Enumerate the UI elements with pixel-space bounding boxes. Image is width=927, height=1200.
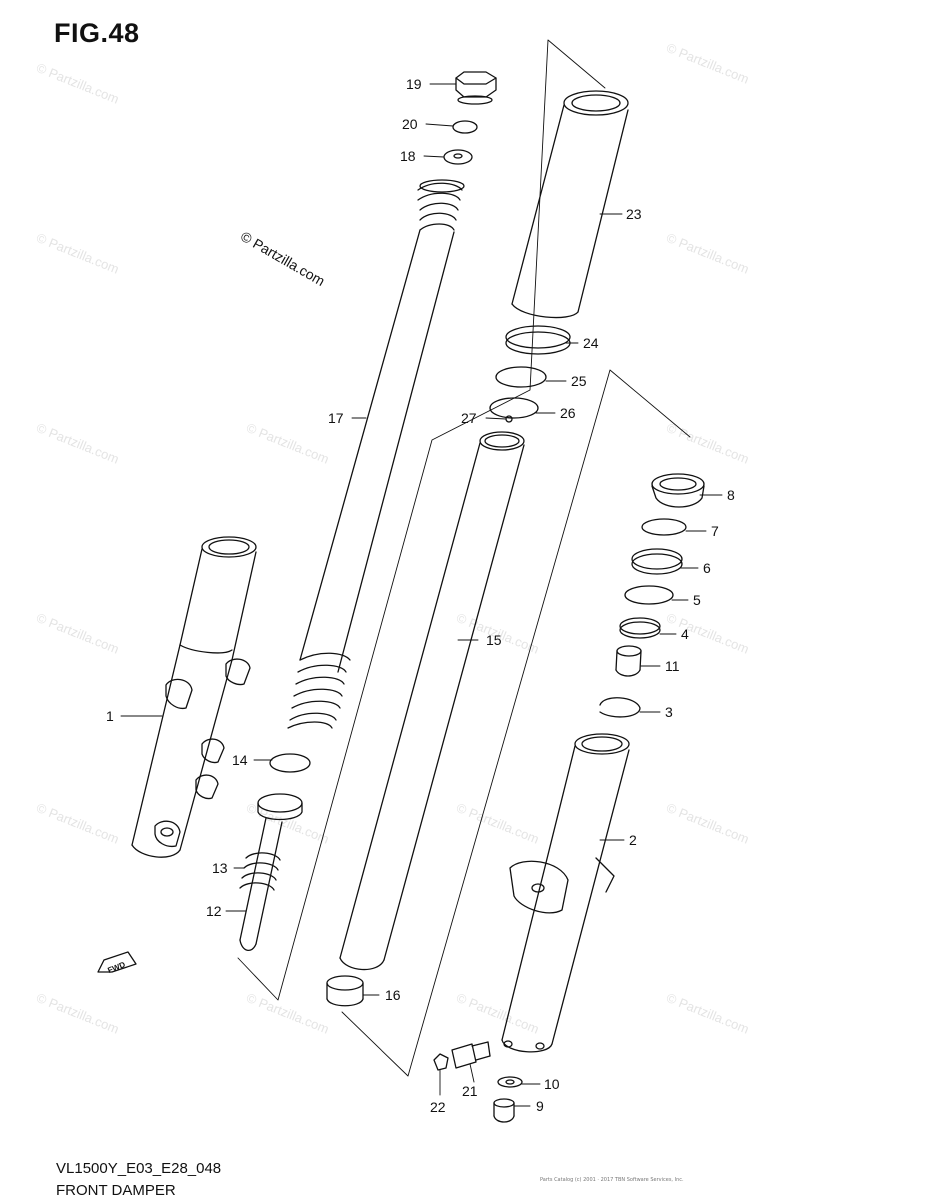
part-17-fork-spring bbox=[287, 179, 465, 729]
part-27-pin bbox=[505, 415, 513, 423]
part-8-dust-seal bbox=[651, 473, 705, 508]
part-18-washer bbox=[443, 149, 473, 165]
callout-24: 24 bbox=[583, 335, 599, 351]
callout-10: 10 bbox=[544, 1076, 560, 1092]
catalog-credit: Parts Catalog (c) 2001 · 2017 TBN Softwa… bbox=[540, 1177, 684, 1183]
callout-18: 18 bbox=[400, 148, 416, 164]
callout-8: 8 bbox=[727, 487, 735, 503]
part-7-stopper-ring bbox=[641, 518, 687, 536]
callout-14: 14 bbox=[232, 752, 248, 768]
part-11-oil-lock-piece bbox=[615, 645, 642, 677]
fwd-label: FWD bbox=[106, 960, 126, 975]
part-1-outer-tube-left bbox=[131, 536, 257, 858]
callout-5: 5 bbox=[693, 592, 701, 608]
callout-23: 23 bbox=[626, 206, 642, 222]
callout-21: 21 bbox=[462, 1083, 478, 1099]
part-16-bushing bbox=[326, 975, 364, 1007]
callout-4: 4 bbox=[681, 626, 689, 642]
callout-27: 27 bbox=[461, 410, 477, 426]
fwd-arrow-icon bbox=[97, 951, 137, 973]
section-title: FRONT DAMPER bbox=[56, 1182, 176, 1199]
callout-12: 12 bbox=[206, 903, 222, 919]
part-4-guide-bushing bbox=[619, 617, 661, 639]
callout-6: 6 bbox=[703, 560, 711, 576]
callout-22: 22 bbox=[430, 1099, 446, 1115]
figure-title: FIG.48 bbox=[54, 18, 140, 48]
callout-11: 11 bbox=[665, 658, 680, 674]
part-9-drain-bolt bbox=[493, 1098, 515, 1123]
part-2-outer-tube-right bbox=[501, 733, 630, 1053]
callout-20: 20 bbox=[402, 116, 418, 132]
part-23-inner-tube bbox=[511, 90, 629, 319]
part-25-washer bbox=[495, 366, 547, 388]
callout-26: 26 bbox=[560, 405, 576, 421]
callout-13: 13 bbox=[212, 860, 228, 876]
part-13-rebound-spring bbox=[239, 852, 281, 891]
callout-2: 2 bbox=[629, 832, 637, 848]
part-10-gasket bbox=[497, 1076, 523, 1088]
callout-25: 25 bbox=[571, 373, 587, 389]
callout-9: 9 bbox=[536, 1098, 544, 1114]
part-3-circlip bbox=[599, 697, 641, 718]
part-26-stopper-ring bbox=[489, 397, 539, 419]
callout-19: 19 bbox=[406, 76, 422, 92]
part-21-axle-bolt bbox=[451, 1041, 491, 1069]
callout-3: 3 bbox=[665, 704, 673, 720]
assembly-outline bbox=[237, 39, 691, 1077]
part-20-o-ring bbox=[452, 120, 478, 134]
part-24-bushing bbox=[505, 325, 571, 355]
part-14-gasket bbox=[269, 753, 311, 773]
part-19-cap-bolt bbox=[455, 71, 497, 105]
leader-lines bbox=[120, 83, 723, 1107]
callout-16: 16 bbox=[385, 987, 401, 1003]
callout-15: 15 bbox=[486, 632, 502, 648]
model-code: VL1500Y_E03_E28_048 bbox=[56, 1160, 222, 1177]
part-22-cap bbox=[433, 1053, 449, 1071]
part-6-oil-seal bbox=[631, 548, 683, 575]
callout-1: 1 bbox=[106, 708, 114, 724]
part-15-damper-rod bbox=[339, 431, 525, 971]
callout-7: 7 bbox=[711, 523, 719, 539]
part-5-washer bbox=[624, 585, 674, 605]
callout-17: 17 bbox=[328, 410, 344, 426]
part-12-damper-bolt bbox=[239, 793, 303, 951]
